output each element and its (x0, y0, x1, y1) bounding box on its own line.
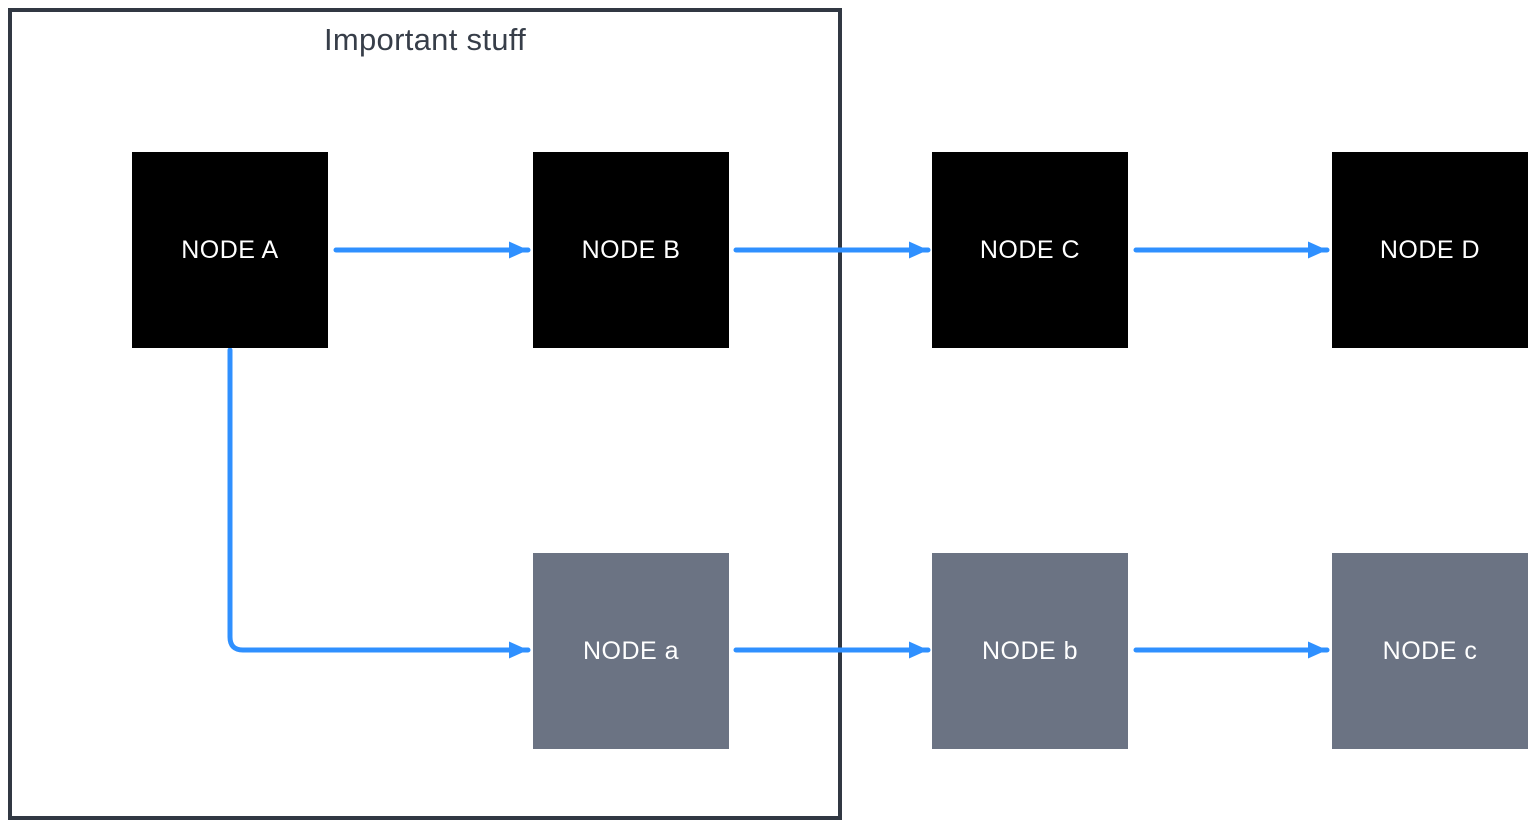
node-label: NODE A (181, 235, 279, 264)
group-title: Important stuff (323, 22, 527, 57)
group-important-stuff: Important stuff (8, 8, 842, 820)
node-label: NODE C (979, 235, 1081, 264)
node-label: NODE b (981, 636, 1079, 665)
node-a-gray[interactable]: NODE a (533, 553, 729, 749)
node-b-black[interactable]: NODE B (533, 152, 729, 348)
node-c-black[interactable]: NODE C (932, 152, 1128, 348)
node-label: NODE D (1379, 235, 1481, 264)
node-label: NODE c (1382, 636, 1478, 665)
node-label: NODE a (582, 636, 680, 665)
node-b-gray[interactable]: NODE b (932, 553, 1128, 749)
node-c-gray[interactable]: NODE c (1332, 553, 1528, 749)
node-label: NODE B (581, 235, 681, 264)
node-a-black[interactable]: NODE A (132, 152, 328, 348)
node-d-black[interactable]: NODE D (1332, 152, 1528, 348)
